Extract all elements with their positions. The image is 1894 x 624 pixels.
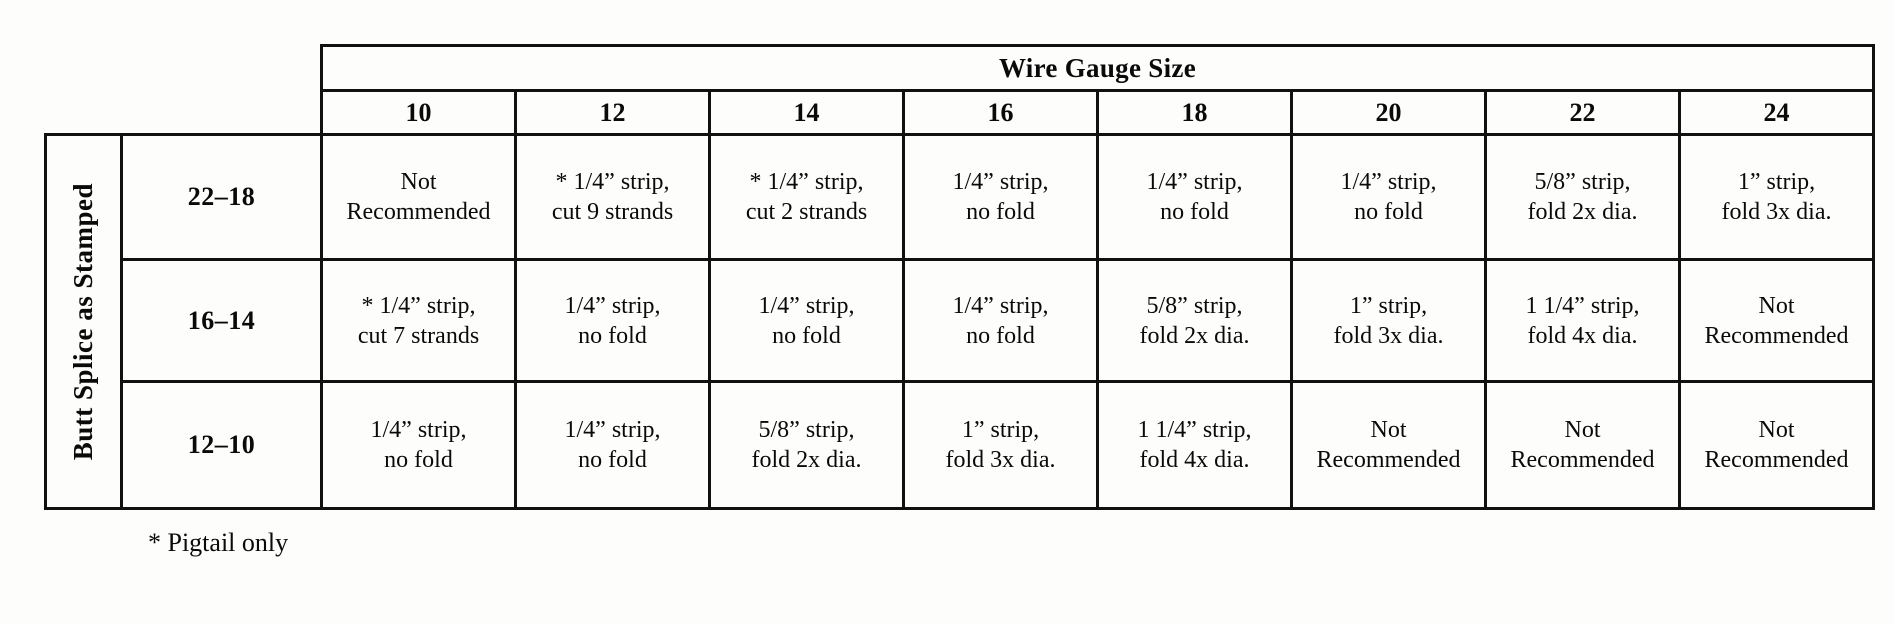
wire-gauge-table: Wire Gauge Size 10 12 14 16 18 20 22 24 … (44, 44, 1875, 510)
group-header-row: Wire Gauge Size (46, 44, 1875, 92)
cell-line: 1/4” strip, (758, 292, 855, 319)
cell-line: 1/4” strip, (952, 292, 1049, 319)
table-row: 16–14 * 1/4” strip, cut 7 strands 1/4” st… (46, 258, 1875, 383)
cell-line: Recommended (1704, 447, 1849, 473)
pigtail-footnote: * Pigtail only (148, 528, 289, 557)
cell-line: * 1/4” strip, (749, 169, 864, 195)
cell-line: cut 2 strands (745, 199, 868, 225)
cell-line: Not (1564, 417, 1601, 443)
cell-line: cut 9 strands (551, 199, 674, 225)
table-cell: 5/8” strip, fold 2x dia. (1096, 258, 1293, 383)
cell-line: fold 3x dia. (945, 447, 1056, 473)
side-axis-label-wrap: Butt Splice as Stamped (49, 182, 119, 461)
cell-line: * 1/4” strip, (361, 292, 476, 319)
table-cell: 1/4” strip, no fold (708, 258, 905, 383)
column-header-16: 16 (902, 89, 1099, 136)
column-header-12: 12 (514, 89, 711, 136)
column-header-24: 24 (1678, 89, 1875, 136)
table-cell: 1” strip, fold 3x dia. (1678, 133, 1875, 261)
cell-line: 5/8” strip, (758, 417, 855, 443)
cell-line: 5/8” strip, (1146, 292, 1243, 319)
table-cell: 5/8” strip, fold 2x dia. (708, 380, 905, 510)
cell-line: no fold (578, 447, 647, 473)
cell-line: 1” strip, (961, 417, 1040, 443)
table-cell: 1/4” strip, no fold (1290, 133, 1487, 261)
cell-line: 1/4” strip, (370, 417, 467, 443)
column-header-14: 14 (708, 89, 905, 136)
cell-line: 1/4” strip, (1340, 169, 1437, 195)
column-header-22: 22 (1484, 89, 1681, 136)
table-cell: 1/4” strip, no fold (902, 258, 1099, 383)
cell-line: 1” strip, (1349, 292, 1428, 319)
cell-line: 5/8” strip, (1534, 169, 1631, 195)
cell-line: 1 1/4” strip, (1137, 417, 1252, 443)
table-cell: 1/4” strip, no fold (320, 380, 517, 510)
cell-line: cut 7 strands (357, 322, 480, 349)
wire-gauge-size-header: Wire Gauge Size (320, 44, 1875, 92)
row-label-12-10: 12–10 (120, 380, 323, 510)
cell-line: 1 1/4” strip, (1525, 292, 1640, 319)
table-corner-blank (46, 46, 322, 91)
cell-line: fold 4x dia. (1527, 322, 1638, 349)
cell-line: fold 3x dia. (1721, 199, 1832, 225)
cell-line: no fold (966, 322, 1035, 349)
table-cell: 1/4” strip, no fold (514, 258, 711, 383)
butt-splice-label: Butt Splice as Stamped (68, 182, 98, 461)
cell-line: Not (400, 169, 437, 195)
cell-line: no fold (384, 447, 453, 473)
table-cell: 1” strip, fold 3x dia. (902, 380, 1099, 510)
cell-line: no fold (578, 322, 647, 349)
column-header-row: 10 12 14 16 18 20 22 24 (46, 89, 1875, 136)
table-cell: 1 1/4” strip, fold 4x dia. (1096, 380, 1293, 510)
table-cell: * 1/4” strip, cut 7 strands (320, 258, 517, 383)
table-cell: 1/4” strip, no fold (1096, 133, 1293, 261)
row-label-16-14: 16–14 (120, 258, 323, 383)
table-row: 12–10 1/4” strip, no fold 1/4” strip, no f… (46, 380, 1875, 510)
cell-line: 1/4” strip, (564, 292, 661, 319)
cell-line: no fold (772, 322, 841, 349)
column-header-20: 20 (1290, 89, 1487, 136)
cell-line: no fold (966, 199, 1035, 225)
cell-line: fold 2x dia. (1139, 322, 1250, 349)
cell-line: 1/4” strip, (1146, 169, 1243, 195)
table-cell: * 1/4” strip, cut 2 strands (708, 133, 905, 261)
cell-line: Recommended (1510, 447, 1655, 473)
cell-line: fold 4x dia. (1139, 447, 1250, 473)
cell-line: fold 3x dia. (1333, 322, 1444, 349)
side-axis-label-cell: Butt Splice as Stamped (44, 133, 123, 510)
cell-line: Recommended (346, 199, 491, 225)
cell-line: 1/4” strip, (564, 417, 661, 443)
column-header-10: 10 (320, 89, 517, 136)
cell-line: Recommended (1704, 322, 1849, 349)
cell-line: Recommended (1316, 447, 1461, 473)
cell-line: 1/4” strip, (952, 169, 1049, 195)
table-cell: 1/4” strip, no fold (902, 133, 1099, 261)
cell-line: 1” strip, (1737, 169, 1816, 195)
cell-line: no fold (1160, 199, 1229, 225)
column-header-18: 18 (1096, 89, 1293, 136)
table-cell: 1 1/4” strip, fold 4x dia. (1484, 258, 1681, 383)
cell-line: Not (1370, 417, 1407, 443)
cell-line: fold 2x dia. (751, 447, 862, 473)
table-cell: 1” strip, fold 3x dia. (1290, 258, 1487, 383)
cell-line: * 1/4” strip, (555, 169, 670, 195)
row-label-22-18: 22–18 (120, 133, 323, 261)
table-cell: 5/8” strip, fold 2x dia. (1484, 133, 1681, 261)
table-cell: 1/4” strip, no fold (514, 380, 711, 510)
table-cell: * 1/4” strip, cut 9 strands (514, 133, 711, 261)
cell-line: fold 2x dia. (1527, 199, 1638, 225)
table-corner-blank (46, 91, 322, 135)
cell-line: no fold (1354, 199, 1423, 225)
cell-line: Not (1758, 292, 1795, 319)
cell-line: Not (1758, 417, 1795, 443)
